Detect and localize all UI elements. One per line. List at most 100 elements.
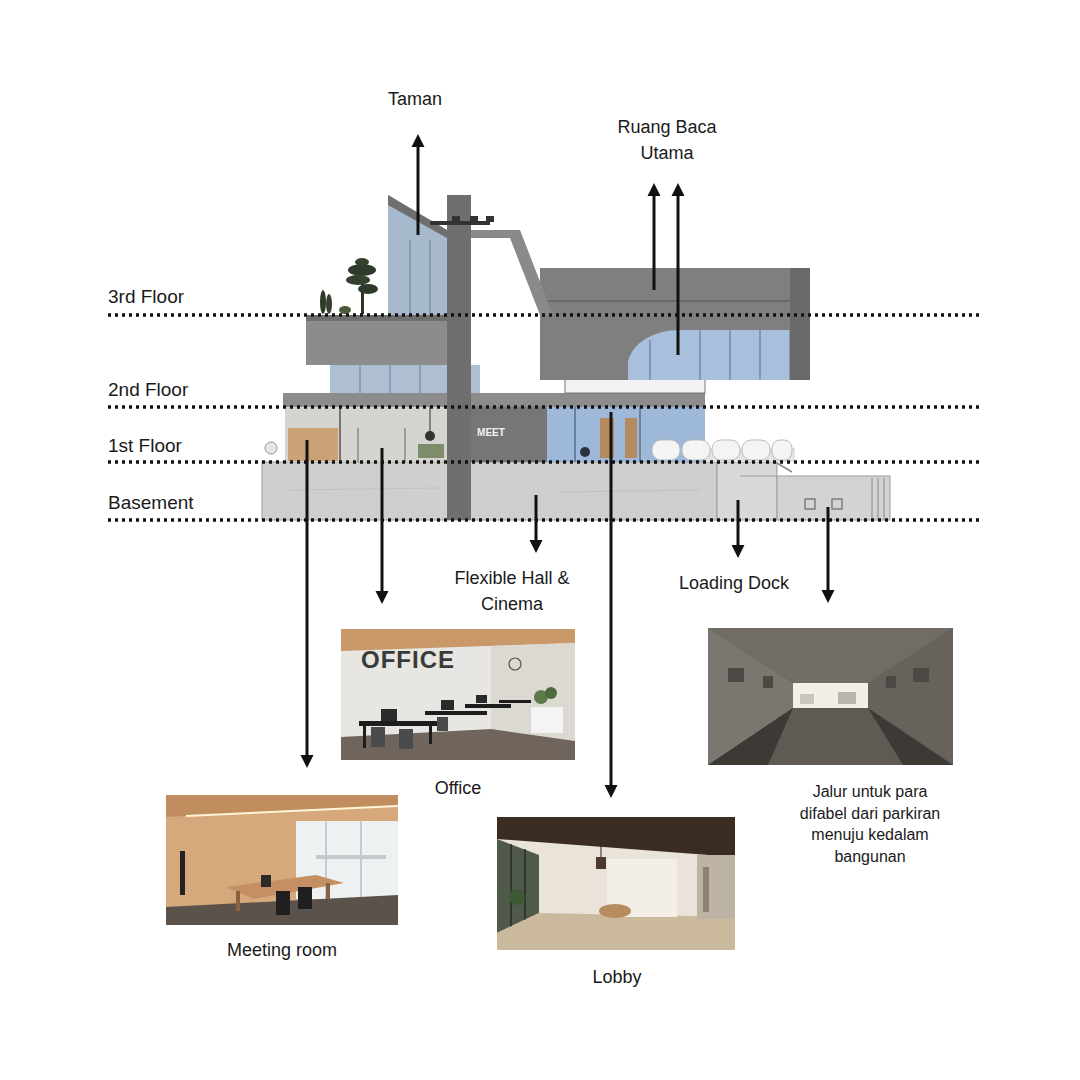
ground-floor <box>285 407 447 462</box>
upper-floors <box>360 365 361 393</box>
ground-floor <box>742 440 770 460</box>
ground-floor <box>772 440 792 460</box>
tower-and-roof <box>388 195 553 520</box>
basement-block <box>290 488 440 490</box>
ground-floor <box>682 440 710 460</box>
ground-floor <box>283 393 705 407</box>
roof-garden-plants <box>346 275 370 285</box>
ceiling <box>497 817 735 857</box>
ground-floor <box>430 407 431 431</box>
ground-floor <box>405 428 406 462</box>
leader-arrow <box>376 448 389 604</box>
leader-arrows <box>301 134 835 798</box>
leader-arrow <box>648 183 661 290</box>
area-label: Taman <box>365 89 465 110</box>
roof-garden-plants <box>320 258 378 314</box>
upper-floors <box>790 268 810 380</box>
ground-floor <box>358 428 359 462</box>
ground-floor <box>425 431 435 441</box>
screen <box>381 709 397 721</box>
ground-floor <box>639 407 641 462</box>
basement-block <box>717 462 777 520</box>
ground-floor <box>418 444 444 458</box>
leader-arrow <box>301 440 314 768</box>
floor-label: 2nd Floor <box>108 379 188 401</box>
image-caption: Meeting room <box>202 938 362 962</box>
ground-floor <box>547 407 705 462</box>
upper-floors <box>540 300 790 302</box>
leader-line <box>306 440 309 758</box>
tunnel <box>708 628 953 765</box>
image-caption: Lobby <box>567 965 667 989</box>
ground-floor <box>471 407 547 462</box>
floor-lines <box>108 313 980 317</box>
ground-floor <box>339 407 341 462</box>
light-spill <box>768 708 903 765</box>
roof-garden-plants <box>320 290 326 314</box>
ground-floor <box>265 393 795 462</box>
upper-floors <box>700 330 701 380</box>
image-caption: Office <box>408 776 508 800</box>
chair <box>298 887 312 909</box>
wall-opening <box>728 668 744 682</box>
chair <box>371 727 385 747</box>
side-wall <box>491 643 575 741</box>
cabinet <box>531 707 563 733</box>
render-image <box>166 795 398 925</box>
wall <box>341 629 575 760</box>
arrow-head <box>648 183 661 196</box>
leader-arrow <box>530 495 543 553</box>
upper-floors <box>540 268 810 380</box>
render-image <box>497 817 735 950</box>
tower-and-roof <box>410 240 411 315</box>
roof-garden-plants <box>326 294 332 314</box>
wall <box>497 817 735 950</box>
ground-floor <box>580 447 590 457</box>
chair <box>437 717 448 731</box>
basement-block <box>878 478 879 520</box>
render-image <box>341 629 575 760</box>
wall-clock <box>509 658 521 670</box>
chair <box>276 891 290 915</box>
upper-floors <box>760 330 761 380</box>
desk-leg <box>429 726 432 744</box>
ground-floor <box>712 440 740 460</box>
roof-garden-plants <box>339 306 351 314</box>
leader-line <box>417 144 420 235</box>
arrow-head <box>605 785 618 798</box>
tower-and-roof <box>486 216 494 222</box>
upper-floors <box>420 365 421 393</box>
basement-block <box>740 476 777 477</box>
ground-floor <box>288 428 338 461</box>
sign-text: MEET <box>471 427 511 439</box>
ground-floor <box>574 407 576 462</box>
arrow-head <box>412 134 425 147</box>
tower-and-roof <box>470 216 478 222</box>
screen <box>441 700 454 710</box>
area-label: Loading Dock <box>664 573 804 594</box>
floor-label: 3rd Floor <box>108 286 184 308</box>
leader-arrow <box>412 134 425 235</box>
floor-lines <box>108 315 980 520</box>
wall-opening <box>913 668 929 682</box>
wood-wall <box>166 795 398 925</box>
plant <box>545 687 557 699</box>
upper-floors <box>628 330 808 380</box>
area-label: Flexible Hall & Cinema <box>437 566 587 617</box>
arrow-head <box>530 540 543 553</box>
table-leg <box>326 883 330 899</box>
photo-panel: Office <box>341 629 575 805</box>
tower-and-roof <box>452 216 460 222</box>
parked-car <box>838 692 856 704</box>
render-line <box>524 849 526 920</box>
desk <box>359 721 437 726</box>
render-image <box>708 628 953 765</box>
reception-desk <box>599 904 631 918</box>
leader-line <box>653 193 656 290</box>
tower-and-roof <box>471 230 553 315</box>
leader-arrow <box>605 412 618 798</box>
side-wall <box>697 855 735 919</box>
ground-floor <box>652 440 680 460</box>
daylight-opening <box>793 683 868 708</box>
wall-opening <box>763 676 773 688</box>
